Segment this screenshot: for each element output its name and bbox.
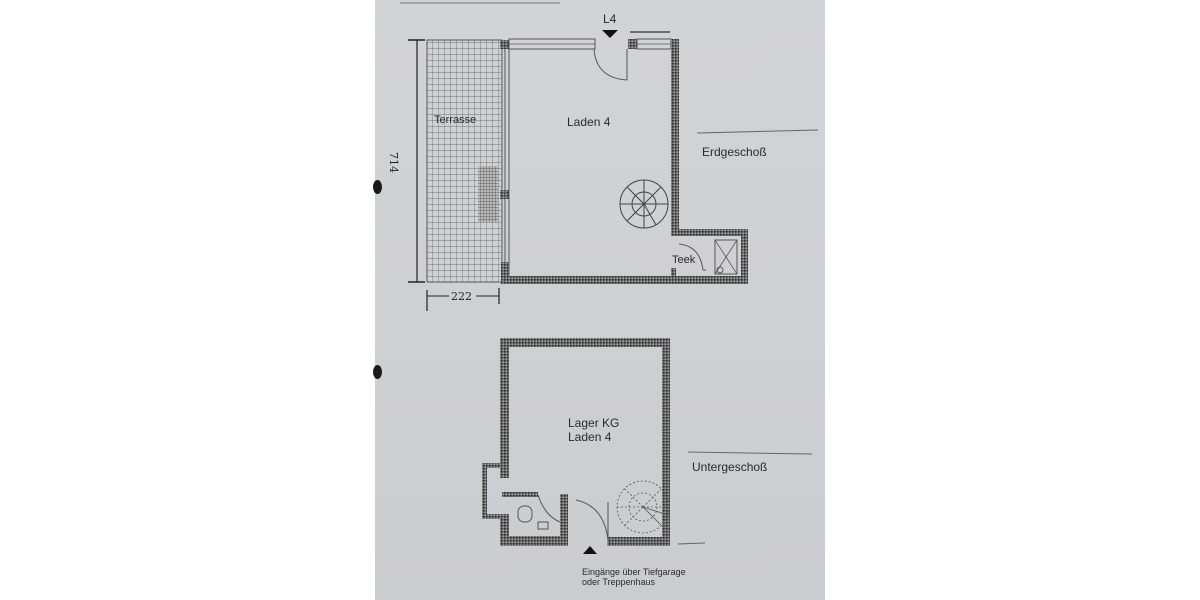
dimension-vertical: 714 [387,152,400,173]
storage-room-sublabel: Laden 4 [568,430,612,444]
floor-title-basement: Untergeschoß [692,460,768,474]
binder-hole [373,180,382,194]
terrace-area [426,39,503,283]
kitchenette-label: Teek [672,254,696,266]
binder-hole [373,365,382,379]
shop-room-label: Laden 4 [567,115,611,129]
dimension-horizontal: 222 [451,290,472,303]
unit-marker-label: L4 [603,12,617,26]
entrance-note-line2: oder Treppenhaus [582,577,656,587]
floor-title-ground: Erdgeschoß [702,145,767,159]
terrace-label: Terrasse [434,114,477,126]
entrance-note-line1: Eingänge über Tiefgarage [582,567,686,577]
storage-room-label: Lager KG [568,416,620,430]
